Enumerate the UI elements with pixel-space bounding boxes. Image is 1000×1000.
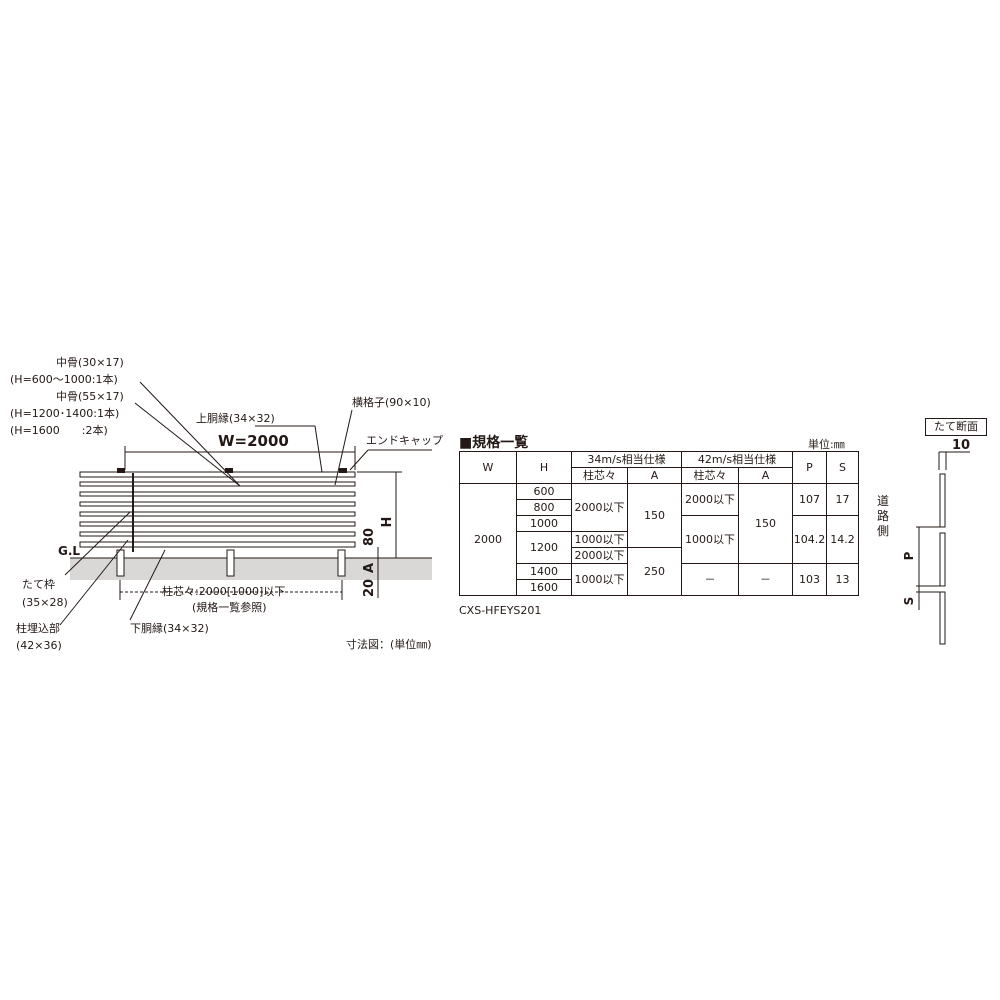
cell-pitch42-2000: 2000以下 — [681, 483, 739, 516]
post-pitch-label: 柱芯々:2000[1000]以下 — [162, 585, 286, 598]
cell-p-107: 107 — [792, 483, 827, 516]
post-pitch-dimension — [119, 580, 343, 600]
mid-frame-1-note: (H=600～1000:1本) — [10, 373, 118, 386]
cell-h-1000: 1000 — [516, 515, 572, 532]
cell-a34-250: 250 — [627, 547, 682, 596]
end-cap-label: エンドキャップ — [366, 434, 443, 447]
gl-text: G.L — [58, 544, 80, 558]
header-pitch-42: 柱芯々 — [681, 467, 739, 484]
post-cap-right — [339, 468, 347, 473]
cell-h-1600: 1600 — [516, 579, 572, 596]
cell-pitch34-1000b: 1000以下 — [571, 563, 628, 596]
cell-pitch34-1000a: 1000以下 — [571, 531, 628, 548]
upper-rail-label: 上胴縁(34×32) — [196, 412, 275, 425]
spec-table: W H 34m/s相当仕様 42m/s相当仕様 P S 柱芯々 A 柱芯々 A … — [459, 451, 859, 596]
horizontal-slats — [79, 471, 356, 548]
spec-table-title: ■規格一覧 — [459, 435, 529, 451]
header-a-42: A — [738, 467, 793, 484]
post-cap-left — [117, 468, 125, 473]
vertical-frame-size: (35×28) — [22, 596, 68, 609]
section-title: たて断面 — [925, 418, 987, 436]
cell-h-1200: 1200 — [516, 531, 572, 564]
mid-frame-2-label: 中骨(55×17) — [56, 390, 124, 403]
dim-20-text: 20 — [362, 579, 377, 597]
spec-table-unit: 単位:㎜ — [808, 438, 845, 451]
header-w: W — [459, 451, 517, 484]
header-42ms: 42m/s相当仕様 — [681, 451, 793, 468]
header-p: P — [792, 451, 827, 484]
height-dimension-text: H — [380, 517, 395, 528]
model-number: CXS-HFEYS201 — [459, 604, 542, 617]
width-dimension-text: W=2000 — [218, 432, 289, 450]
cell-a42-150: 150 — [738, 483, 793, 564]
drawing-caption: 寸法図：(単位㎜) — [346, 638, 432, 651]
cell-h-1400: 1400 — [516, 563, 572, 580]
mid-frame-2-note-b: (H=1600 :2本) — [10, 424, 108, 437]
cell-pitch42-1000: 1000以下 — [681, 515, 739, 564]
header-pitch-34: 柱芯々 — [571, 467, 628, 484]
height-dimension — [357, 471, 402, 598]
cell-s-14-2: 14.2 — [826, 515, 859, 564]
dim-a-text: A — [362, 563, 377, 573]
post-pitch-note: (規格一覧参照) — [192, 601, 267, 614]
cell-s-17: 17 — [826, 483, 859, 516]
vertical-frame-label: たて枠 — [22, 578, 55, 591]
cell-p-103: 103 — [792, 563, 827, 596]
lower-rail-label: 下胴縁(34×32) — [130, 622, 209, 635]
cell-w-2000: 2000 — [459, 483, 517, 596]
horizontal-slat-label: 横格子(90×10) — [352, 396, 431, 409]
cell-a34-150: 150 — [627, 483, 682, 548]
mid-frame-2-note-a: (H=1200･1400:1本) — [10, 407, 120, 420]
header-a-34: A — [627, 467, 682, 484]
posts — [116, 549, 346, 577]
width-dimension — [124, 446, 356, 470]
cell-pitch42-dash: － — [681, 563, 739, 596]
post-embed-label: 柱埋込部 — [16, 622, 60, 635]
dim-80-text: 80 — [362, 528, 377, 546]
cell-pitch34-2000a: 2000以下 — [571, 483, 628, 532]
cell-s-13: 13 — [826, 563, 859, 596]
cell-pitch34-2000b: 2000以下 — [571, 547, 628, 564]
cell-a42-dash: － — [738, 563, 793, 596]
cell-p-104-2: 104.2 — [792, 515, 827, 564]
cell-h-600: 600 — [516, 483, 572, 500]
mid-frame-1-label: 中骨(30×17) — [56, 356, 124, 369]
header-s: S — [826, 451, 859, 484]
leader-lines — [59, 381, 432, 626]
cell-h-800: 800 — [516, 499, 572, 516]
header-h: H — [516, 451, 572, 484]
post-cap-mid — [225, 468, 233, 473]
road-side-label: 道路側 — [876, 494, 889, 538]
header-34ms: 34m/s相当仕様 — [571, 451, 682, 468]
post-embed-size: (42×36) — [16, 639, 62, 652]
